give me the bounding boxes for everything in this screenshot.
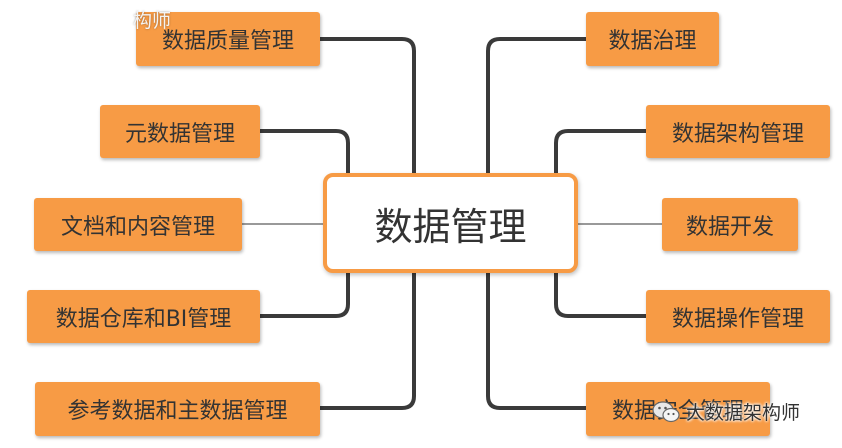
wechat-icon — [652, 400, 680, 422]
node-metadata-management: 元数据管理 — [100, 105, 260, 158]
node-data-quality-management: 数据质量管理 — [136, 12, 320, 66]
connector-right-1 — [486, 37, 586, 173]
node-data-warehouse-bi-management: 数据仓库和BI管理 — [27, 290, 260, 343]
node-data-operations-management: 数据操作管理 — [646, 290, 830, 343]
watermark-bottom-text: 大数据架构师 — [686, 402, 801, 424]
center-node-data-management: 数据管理 — [323, 173, 578, 273]
connector-left-4 — [260, 273, 350, 318]
node-data-governance: 数据治理 — [586, 12, 719, 66]
watermark-top-text: 构师 — [133, 10, 172, 32]
connector-right-4 — [554, 273, 646, 318]
node-document-content-management: 文档和内容管理 — [34, 198, 242, 251]
connector-left-2 — [260, 129, 350, 173]
node-data-security-management: 数据安全管理 — [586, 382, 770, 436]
watermark-bottom: 大数据架构师 — [652, 398, 800, 425]
node-data-architecture-management: 数据架构管理 — [646, 105, 830, 158]
connector-right-5 — [486, 273, 586, 410]
connector-left-5 — [320, 273, 416, 410]
connector-right-2 — [554, 129, 646, 173]
node-data-development: 数据开发 — [662, 198, 798, 251]
node-reference-master-data-management: 参考数据和主数据管理 — [35, 382, 320, 436]
connector-left-1 — [320, 37, 416, 173]
